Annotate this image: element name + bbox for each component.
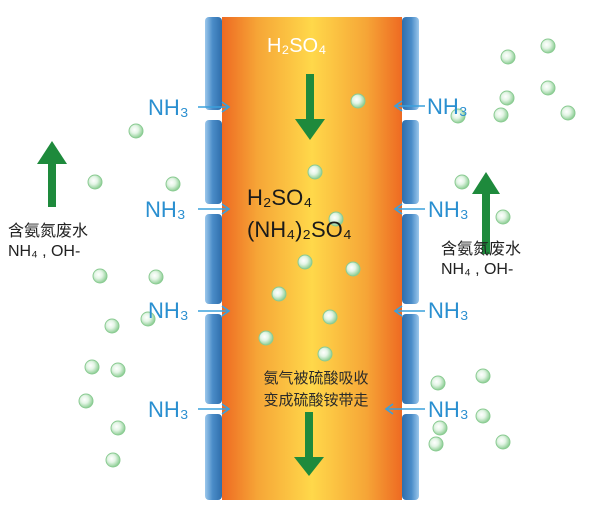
nh3-label: NH₃ [148, 298, 189, 323]
right-membrane [402, 17, 419, 500]
bubble-icon [297, 254, 313, 270]
acid-label: H₂SO₄ [247, 185, 313, 210]
right-arrow-icon [198, 403, 231, 415]
bubble-icon [322, 309, 338, 325]
left-wastewater-label: 含氨氮废水 NH₄ , OH- [8, 222, 88, 262]
nh3-label: NH₃ [148, 95, 189, 120]
nh3-label: NH₃ [428, 397, 469, 422]
bubble-icon [345, 261, 361, 277]
bubble-icon [499, 90, 515, 106]
right-arrow-icon [198, 305, 231, 317]
product-label: (NH₄)₂SO₄ [247, 217, 352, 242]
bubble-icon [105, 452, 121, 468]
wastewater-title: 含氨氮废水 [441, 241, 522, 258]
down-arrow-icon [295, 74, 325, 140]
bubble-icon [450, 108, 466, 124]
left-arrow-icon [393, 305, 425, 317]
right-wastewater-label: 含氨氮废水 NH₄ , OH- [441, 240, 521, 280]
right-arrow-icon [198, 101, 231, 113]
bubble-icon [271, 286, 287, 302]
nh3-label: NH₃ [428, 197, 469, 222]
bubble-icon [500, 49, 516, 65]
acid-flow-arrows [294, 74, 325, 476]
bubble-icon [454, 174, 470, 190]
bubble-icon [430, 375, 446, 391]
bubble-icon [495, 209, 511, 225]
bubble-icon [560, 105, 576, 121]
bubble-icon [165, 176, 181, 192]
left-nh3-arrows [198, 101, 231, 415]
left-arrow-icon [393, 100, 425, 112]
acid-top-label: H₂SO₄ [267, 35, 327, 57]
bubble-icon [475, 368, 491, 384]
nh3-label: NH₃ [145, 197, 186, 222]
nh3-label: NH₃ [148, 397, 189, 422]
bubble-icon [140, 311, 156, 327]
bubble-icon [540, 80, 556, 96]
down-arrow-icon [294, 412, 324, 476]
bubble-icon [317, 346, 333, 362]
wastewater-title: 含氨氮废水 [8, 223, 89, 240]
bubble-icon [110, 420, 126, 436]
bubble-icon [350, 93, 366, 109]
reaction-note-line2: 变成硫酸铵带走 [263, 391, 369, 409]
up-arrow-icon [472, 172, 500, 254]
bubble-icon [493, 107, 509, 123]
bubble-icon [148, 269, 164, 285]
bubble-icon [475, 408, 491, 424]
up-arrow-icon [37, 141, 67, 207]
bubble-icon [495, 434, 511, 450]
left-arrow-icon [384, 403, 425, 415]
bubble-icon [87, 174, 103, 190]
bubble-icon [110, 362, 126, 378]
right-nh3-arrows [384, 100, 425, 415]
right-arrow-icon [198, 203, 231, 215]
bubble-icon [104, 318, 120, 334]
left-membrane [205, 17, 222, 500]
nh3-label: NH₃ [427, 94, 468, 119]
reaction-note: 氨气被硫酸吸收 变成硫酸铵带走 [246, 368, 386, 412]
bubble-icon [128, 123, 144, 139]
wastewater-ions: NH₄ , OH- [8, 243, 81, 260]
bubble-icon [328, 211, 344, 227]
wastewater-ions: NH₄ , OH- [441, 261, 514, 278]
bubble-icon [428, 436, 444, 452]
bubble-icon [84, 359, 100, 375]
left-arrow-icon [393, 203, 425, 215]
bubble-icon [540, 38, 556, 54]
reaction-note-line1: 氨气被硫酸吸收 [263, 370, 369, 387]
bubble-icon [92, 268, 108, 284]
bubble-icon [258, 330, 274, 346]
nh3-label: NH₃ [428, 298, 469, 323]
wastewater-flow-arrows [37, 141, 500, 254]
bubble-icon [78, 393, 94, 409]
bubble-icon [307, 164, 323, 180]
ammonia-bubbles [78, 38, 576, 468]
bubble-icon [432, 420, 448, 436]
